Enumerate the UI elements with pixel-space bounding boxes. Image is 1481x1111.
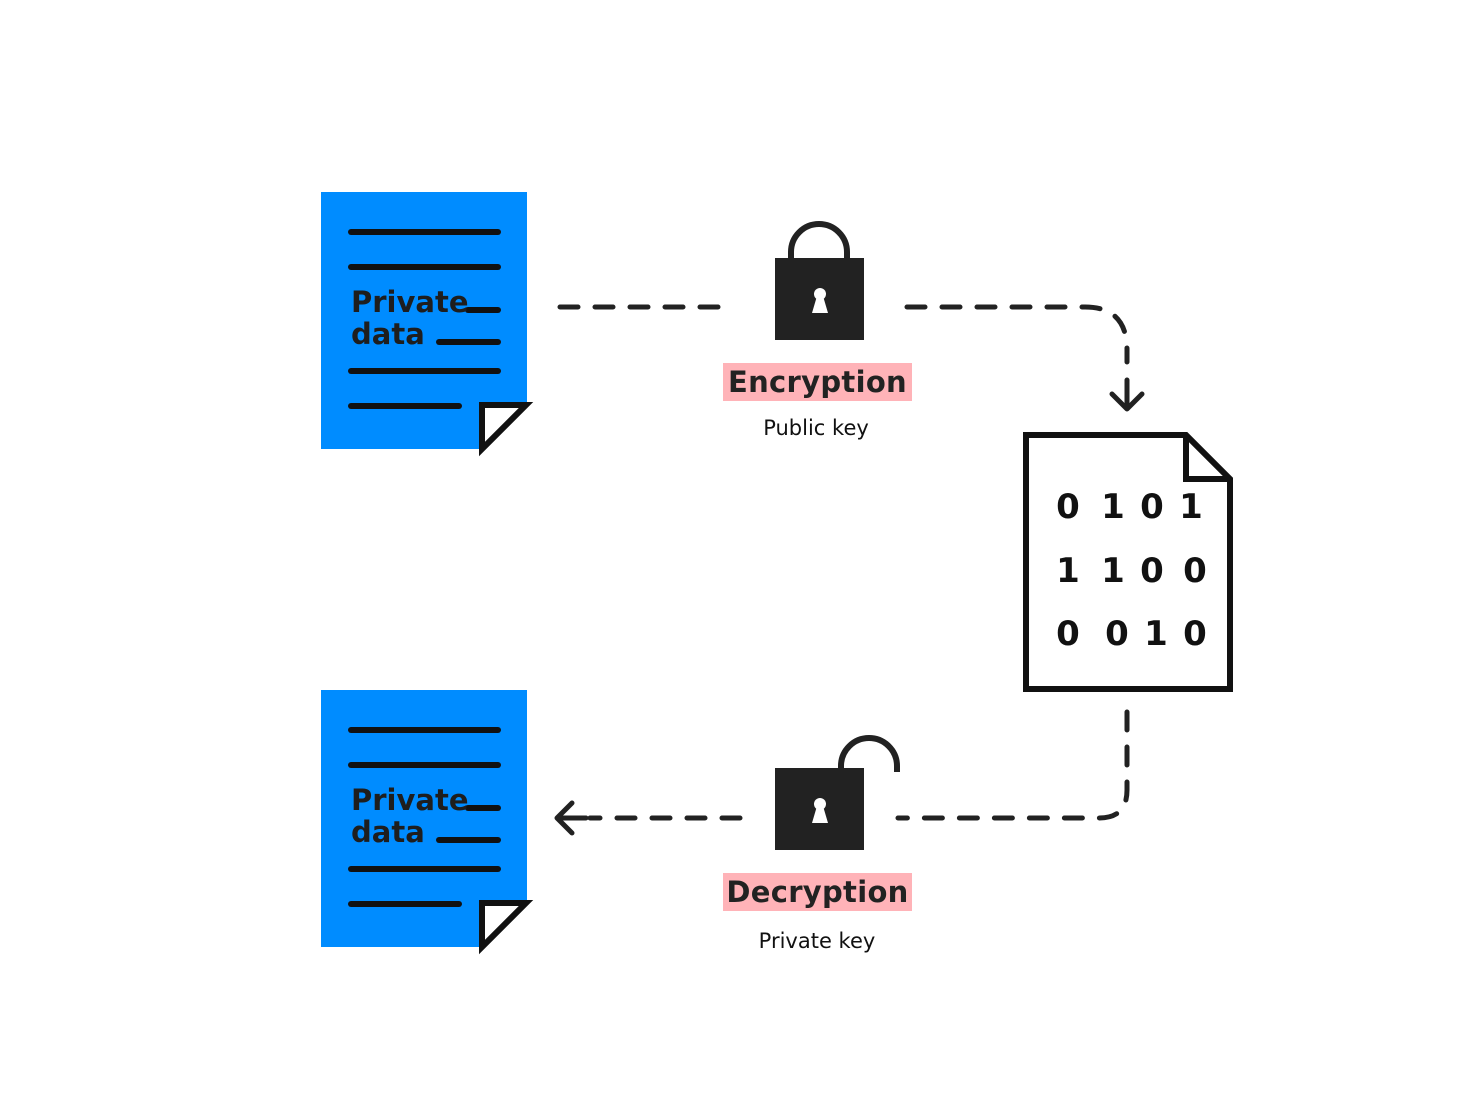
arrow-down-icon: [1109, 377, 1145, 412]
binary-digit: 1: [1144, 614, 1168, 654]
binary-digit: 0: [1183, 551, 1207, 591]
binary-digit: 0: [1105, 614, 1129, 654]
encryption-key-caption: Public key: [763, 416, 869, 440]
result-document: [321, 690, 534, 955]
binary-digit: 1: [1179, 487, 1203, 527]
encryption-label: Encryption: [728, 365, 907, 399]
binary-digit: 0: [1056, 614, 1080, 654]
arrow-left-icon: [554, 800, 589, 836]
encryption-label-background: [723, 363, 912, 401]
folded-corner: [479, 402, 534, 457]
binary-digit: 1: [1056, 551, 1080, 591]
flow-path-from-encrypted-file: [895, 709, 1130, 821]
binary-digit: 0: [1183, 614, 1207, 654]
folded-corner: [1183, 435, 1230, 482]
encrypted-file: [1023, 432, 1233, 692]
source-document: [321, 192, 534, 457]
decryption-label-background: [723, 873, 912, 911]
folded-corner: [479, 900, 534, 955]
unlocked-padlock-icon: [775, 735, 900, 850]
decryption-key-caption: Private key: [758, 929, 876, 953]
decryption-label: Decryption: [726, 875, 909, 909]
result-document-line2: data: [351, 815, 425, 849]
binary-digit: 1: [1101, 487, 1125, 527]
binary-digit: 0: [1140, 551, 1164, 591]
source-document-line2: data: [351, 317, 425, 351]
binary-digit: 0: [1056, 487, 1080, 527]
source-document-title: Private data: [351, 286, 469, 350]
binary-digit: 1: [1101, 551, 1125, 591]
result-document-sheet: [321, 690, 527, 947]
locked-padlock-icon: [775, 221, 864, 340]
source-document-line1: Private: [351, 285, 469, 319]
flow-path-to-encrypted-file: [904, 304, 1130, 365]
result-document-line1: Private: [351, 783, 469, 817]
source-document-sheet: [321, 192, 527, 449]
binary-digit: 0: [1140, 487, 1164, 527]
encrypted-file-outline: [1023, 432, 1233, 692]
result-document-title: Private data: [351, 784, 469, 848]
